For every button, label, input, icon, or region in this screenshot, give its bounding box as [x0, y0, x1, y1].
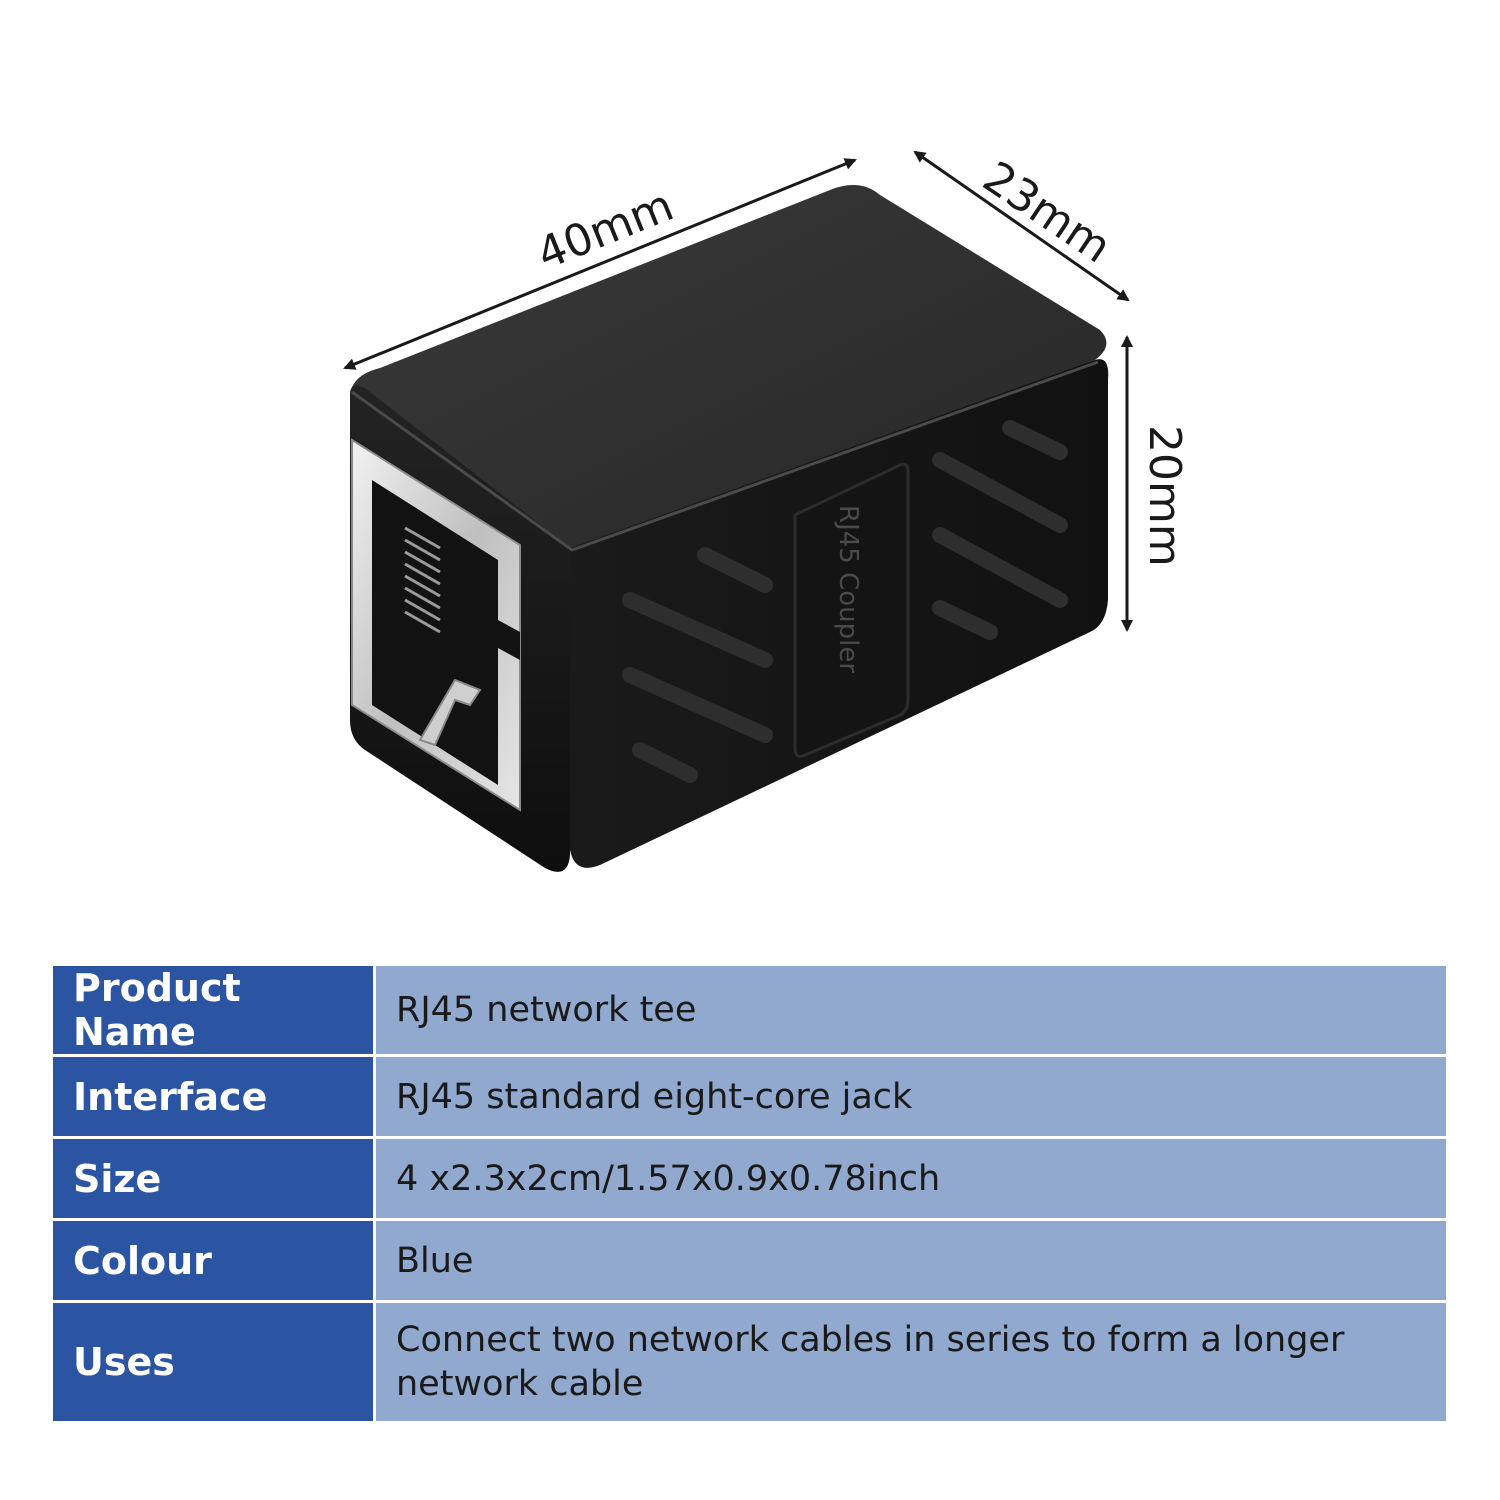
spec-value: RJ45 network tee	[373, 963, 1449, 1057]
grip-ridges-right	[932, 420, 1068, 640]
relief-text: RJ45 Coupler	[833, 505, 863, 673]
spec-value: RJ45 standard eight-core jack	[373, 1054, 1449, 1139]
spec-row-size: Size 4 x2.3x2cm/1.57x0.9x0.78inch	[50, 1136, 1449, 1221]
spec-value: 4 x2.3x2cm/1.57x0.9x0.78inch	[373, 1136, 1449, 1221]
spec-label: Product Name	[50, 963, 376, 1057]
grip-ridges-left	[622, 547, 773, 783]
spec-label: Size	[50, 1136, 376, 1221]
dimension-height: 20mm	[1121, 335, 1190, 632]
dimension-width-label: 23mm	[974, 152, 1120, 274]
spec-label: Uses	[50, 1300, 376, 1424]
spec-table: Product Name RJ45 network tee Interface …	[50, 963, 1449, 1424]
spec-row-product-name: Product Name RJ45 network tee	[50, 963, 1449, 1057]
rj45-coupler: RJ45 Coupler	[350, 185, 1109, 872]
spec-value: Connect two network cables in series to …	[373, 1300, 1449, 1424]
relief-panel	[793, 462, 910, 758]
spec-label: Interface	[50, 1054, 376, 1139]
spec-row-interface: Interface RJ45 standard eight-core jack	[50, 1054, 1449, 1139]
spec-row-colour: Colour Blue	[50, 1218, 1449, 1303]
rj45-jack	[351, 438, 521, 812]
product-illustration: RJ45 Coupler 40mm 23mm 20mm	[343, 150, 1190, 872]
dimension-height-label: 20mm	[1139, 425, 1190, 567]
spec-row-uses: Uses Connect two network cables in serie…	[50, 1300, 1449, 1424]
spec-label: Colour	[50, 1218, 376, 1303]
spec-value: Blue	[373, 1218, 1449, 1303]
